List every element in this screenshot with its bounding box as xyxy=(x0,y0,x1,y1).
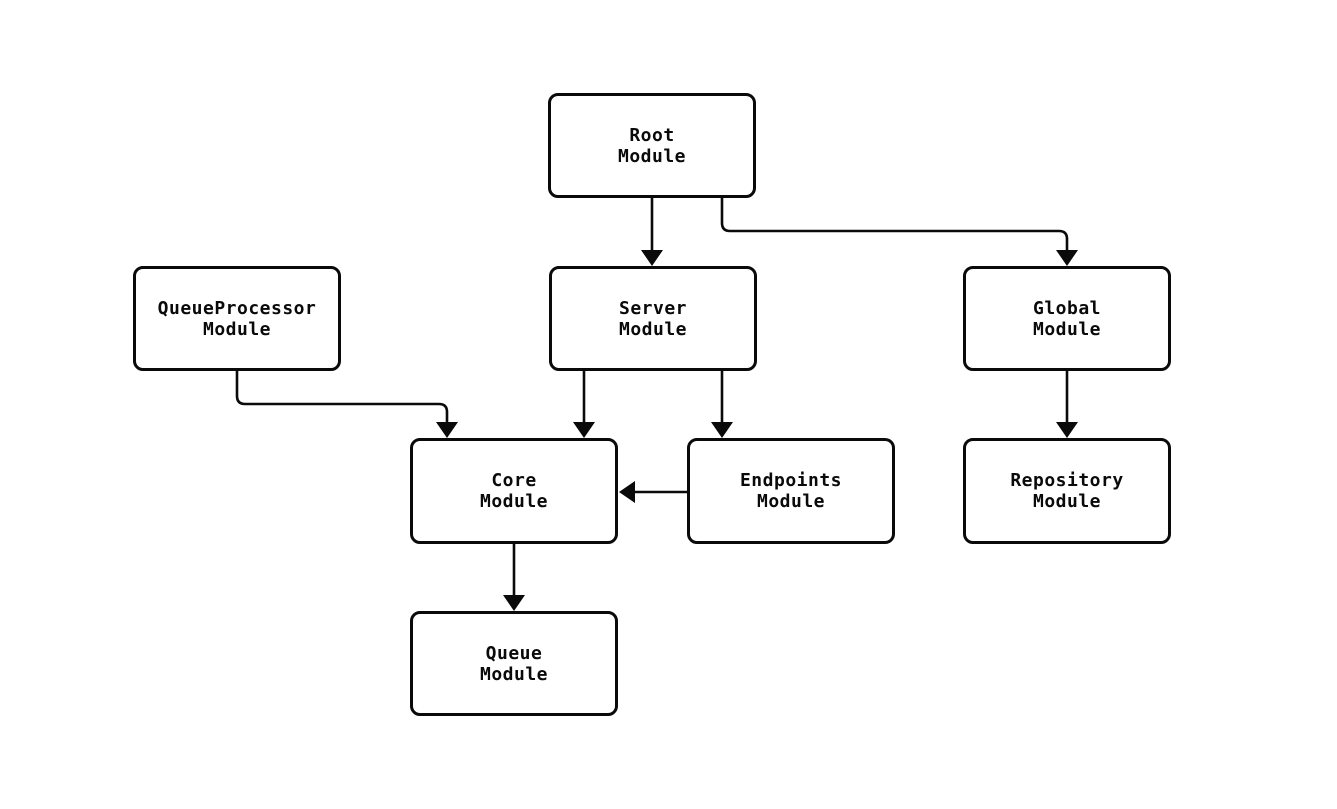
node-core-module: Core Module xyxy=(410,438,618,544)
node-global-module: Global Module xyxy=(963,266,1171,371)
edge-server-to-core xyxy=(573,371,595,438)
node-label: Module xyxy=(1032,491,1102,512)
edge-root-to-server xyxy=(641,198,663,266)
node-label: Module xyxy=(756,491,826,512)
node-label: Root xyxy=(629,124,675,146)
node-label: Module xyxy=(618,318,688,340)
node-label: Module xyxy=(202,318,272,340)
node-endpoints-module: Endpoints Module xyxy=(687,438,895,544)
edge-queueprocessor-to-core xyxy=(235,371,458,438)
node-label: Queue xyxy=(485,642,543,664)
node-label: Module xyxy=(617,145,687,167)
node-queue-module: Queue Module xyxy=(410,611,618,716)
node-label: Core xyxy=(491,470,537,491)
edge-core-to-queue xyxy=(503,544,525,611)
node-root-module: Root Module xyxy=(548,93,756,198)
node-label: Endpoints xyxy=(739,470,843,491)
node-label: Server xyxy=(618,297,688,319)
node-label: Module xyxy=(479,663,549,685)
edge-root-to-global xyxy=(720,198,1078,266)
node-label: Repository xyxy=(1010,470,1124,491)
node-label: QueueProcessor xyxy=(157,297,317,319)
node-label: Module xyxy=(1032,318,1102,340)
node-label: Global xyxy=(1032,297,1102,319)
node-label: Module xyxy=(479,491,549,512)
node-server-module: Server Module xyxy=(549,266,757,371)
edge-global-to-repository xyxy=(1056,371,1078,438)
node-repository-module: Repository Module xyxy=(963,438,1171,544)
edge-server-to-endpoints xyxy=(711,371,733,438)
node-queueprocessor-module: QueueProcessor Module xyxy=(133,266,341,371)
edge-endpoints-to-core xyxy=(619,481,687,503)
